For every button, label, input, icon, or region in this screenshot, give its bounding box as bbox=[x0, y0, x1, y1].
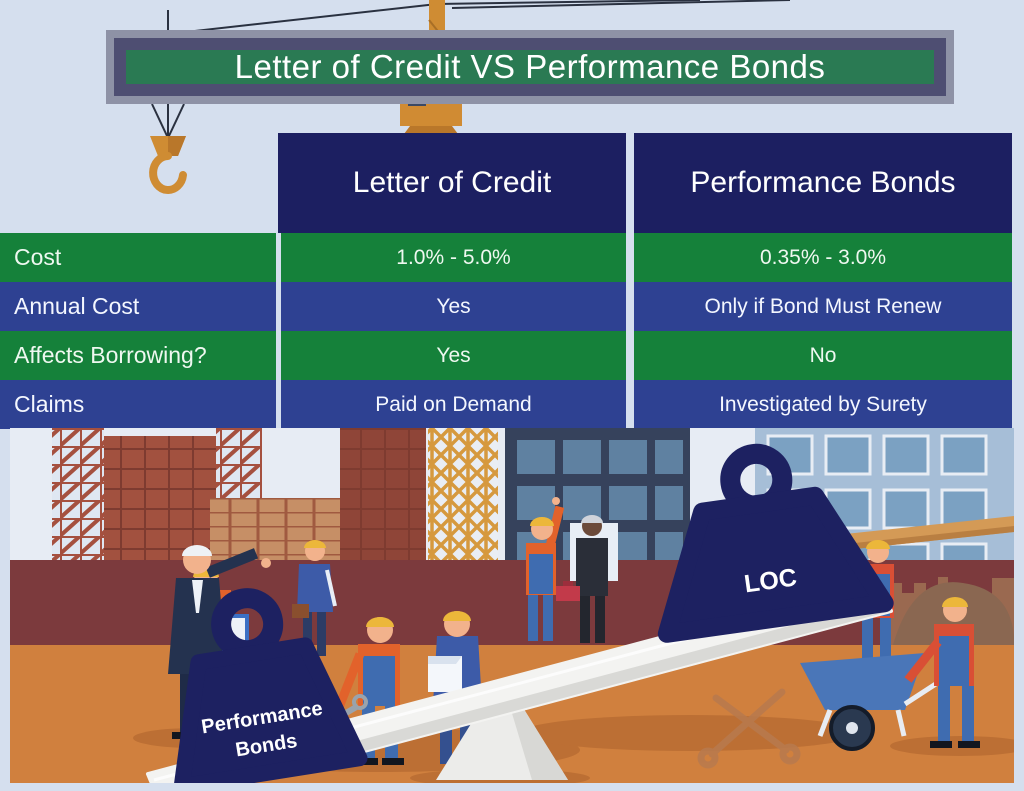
weight-loc: LOC bbox=[657, 443, 894, 643]
table-row: Claims Paid on Demand Investigated by Su… bbox=[0, 380, 1024, 429]
table-row: Affects Borrowing? Yes No bbox=[0, 331, 1024, 380]
worker-blueprint bbox=[570, 515, 618, 643]
comparison-table: Cost 1.0% - 5.0% 0.35% - 3.0% Annual Cos… bbox=[0, 233, 1024, 429]
weight-performance-bonds: Performance Bonds bbox=[173, 588, 368, 783]
cell-letter-of-credit: Paid on Demand bbox=[281, 380, 626, 429]
worker-wheelbarrow bbox=[800, 597, 980, 751]
crane-hook-icon bbox=[149, 136, 187, 194]
crossed-tools bbox=[697, 688, 801, 769]
column-header-performance-bonds: Performance Bonds bbox=[634, 133, 1012, 233]
title-banner-green-panel: Letter of Credit VS Performance Bonds bbox=[126, 48, 934, 85]
cell-performance-bonds: Only if Bond Must Renew bbox=[634, 282, 1012, 331]
row-label: Claims bbox=[0, 380, 276, 429]
seesaw-fulcrum bbox=[436, 690, 568, 780]
cell-performance-bonds: No bbox=[634, 331, 1012, 380]
crane-cables bbox=[151, 0, 791, 139]
cell-letter-of-credit: Yes bbox=[281, 282, 626, 331]
man-briefcase bbox=[292, 540, 337, 656]
column-header-letter-of-credit: Letter of Credit bbox=[278, 133, 626, 233]
table-row: Annual Cost Yes Only if Bond Must Renew bbox=[0, 282, 1024, 331]
worker-raised-arm bbox=[526, 497, 580, 641]
construction-scene: Performance Bonds LOC bbox=[10, 428, 1014, 783]
cell-letter-of-credit: Yes bbox=[281, 331, 626, 380]
cell-performance-bonds: Investigated by Surety bbox=[634, 380, 1012, 429]
table-row: Cost 1.0% - 5.0% 0.35% - 3.0% bbox=[0, 233, 1024, 282]
title-banner-inner: Letter of Credit VS Performance Bonds bbox=[114, 38, 946, 96]
page-title: Letter of Credit VS Performance Bonds bbox=[234, 48, 826, 85]
row-label: Annual Cost bbox=[0, 282, 276, 331]
row-label: Cost bbox=[0, 233, 276, 282]
title-banner: Letter of Credit VS Performance Bonds bbox=[106, 30, 954, 104]
row-label: Affects Borrowing? bbox=[0, 331, 276, 380]
cell-performance-bonds: 0.35% - 3.0% bbox=[634, 233, 1012, 282]
cell-letter-of-credit: 1.0% - 5.0% bbox=[281, 233, 626, 282]
